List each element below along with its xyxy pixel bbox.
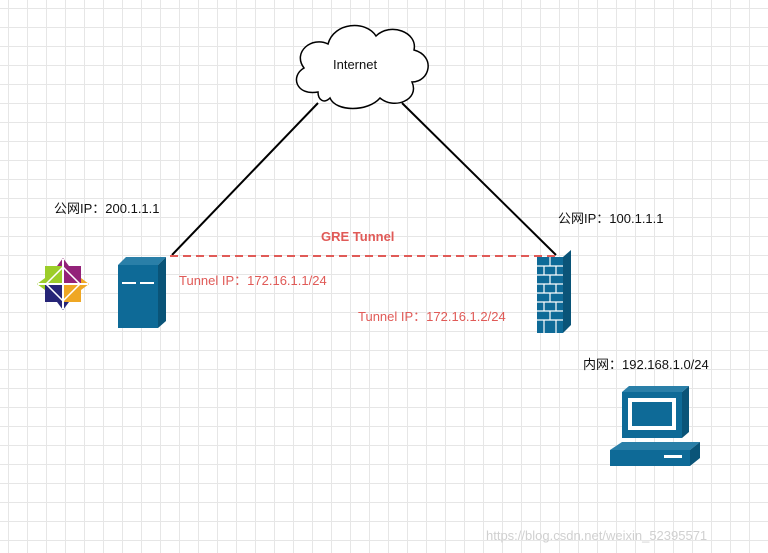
firewall-icon: [537, 250, 571, 333]
right-public-ip-label: 公网IP：100.1.1.1: [558, 211, 664, 226]
right-tunnel-ip-label: Tunnel IP：172.16.1.2/24: [358, 309, 506, 324]
centos-logo-icon: [37, 258, 89, 310]
gre-tunnel-label: GRE Tunnel: [321, 229, 395, 244]
link-cloud-to-server: [171, 102, 319, 256]
cloud-label: Internet: [333, 57, 378, 72]
link-cloud-to-firewall: [401, 102, 557, 256]
watermark: https://blog.csdn.net/weixin_52395571: [486, 528, 708, 543]
left-tunnel-ip-label: Tunnel IP：172.16.1.1/24: [179, 273, 327, 288]
desktop-computer-icon: [610, 386, 700, 466]
server-icon: [118, 257, 166, 328]
left-public-ip-label: 公网IP：200.1.1.1: [54, 201, 160, 216]
cloud-icon: [295, 24, 429, 110]
lan-label: 内网：192.168.1.0/24: [583, 357, 709, 372]
